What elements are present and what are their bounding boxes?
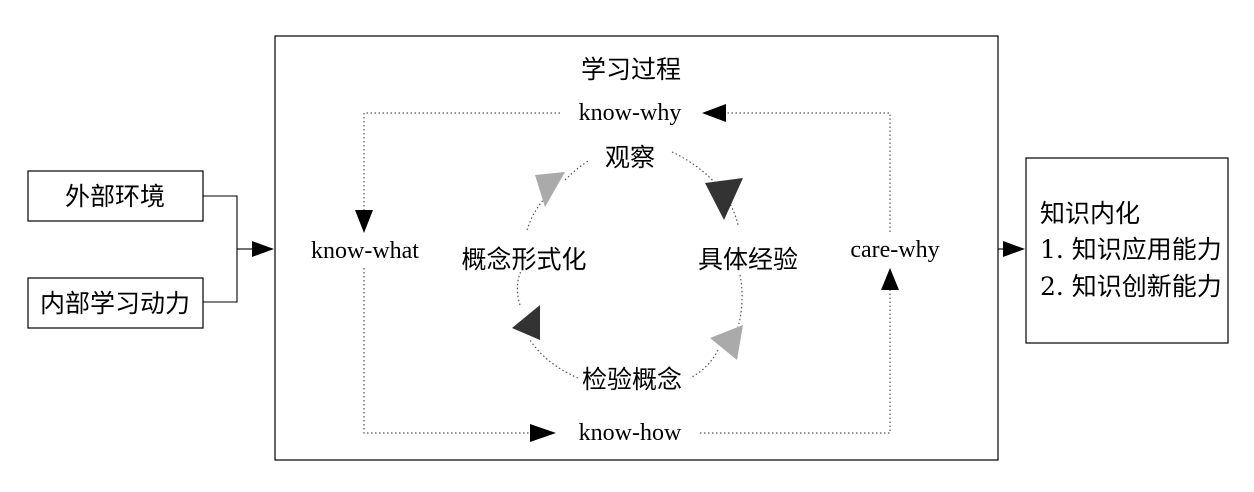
input-arrow-head <box>252 241 274 257</box>
loop-top-right <box>726 112 891 232</box>
output-item-1: 1. 知识应用能力 <box>1040 235 1222 264</box>
know-what-label: know-what <box>311 238 419 264</box>
output-arrow-head <box>1003 241 1025 257</box>
output-title: 知识内化 <box>1040 199 1140 228</box>
cycle-test-label: 检验概念 <box>582 365 682 394</box>
cycle-conceptualize-label: 概念形式化 <box>461 245 586 274</box>
cycle-arc-bottom-left <box>529 339 579 379</box>
loop-bottom-right <box>700 290 891 434</box>
know-how-label: know-how <box>579 420 682 446</box>
cycle-arrow-experience-to-test <box>710 325 743 360</box>
know-why-label: know-why <box>579 100 682 126</box>
process-title: 学习过程 <box>581 55 681 84</box>
external-env-label: 外部环境 <box>65 182 165 211</box>
cycle-observe-label: 观察 <box>605 143 655 172</box>
care-why-label: care-why <box>850 237 939 263</box>
cycle-arrow-conceptualize-to-observe <box>535 172 565 207</box>
know-how-arrow-head <box>530 424 556 442</box>
care-why-arrow-head <box>881 268 899 290</box>
cycle-experience-label: 具体经验 <box>698 245 798 274</box>
know-what-arrow-head <box>355 210 373 233</box>
output-box <box>1025 157 1229 344</box>
external-env-box <box>27 170 204 222</box>
output-item-2: 2. 知识创新能力 <box>1040 272 1222 301</box>
process-box <box>274 35 999 461</box>
cycle-arc-bottom-right <box>689 349 719 379</box>
cycle-arc-left <box>516 269 523 306</box>
cycle-arc-top-left <box>526 159 591 231</box>
internal-motivation-label: 内部学习动力 <box>40 289 190 318</box>
loop-top-left <box>363 112 560 210</box>
know-why-arrow-head <box>702 104 726 122</box>
internal-motivation-box <box>27 277 204 329</box>
cycle-arrow-test-to-conceptualize <box>512 305 540 340</box>
cycle-arrow-observe-to-experience <box>705 178 743 220</box>
input-bracket <box>203 195 238 303</box>
loop-bottom-left <box>363 268 530 434</box>
